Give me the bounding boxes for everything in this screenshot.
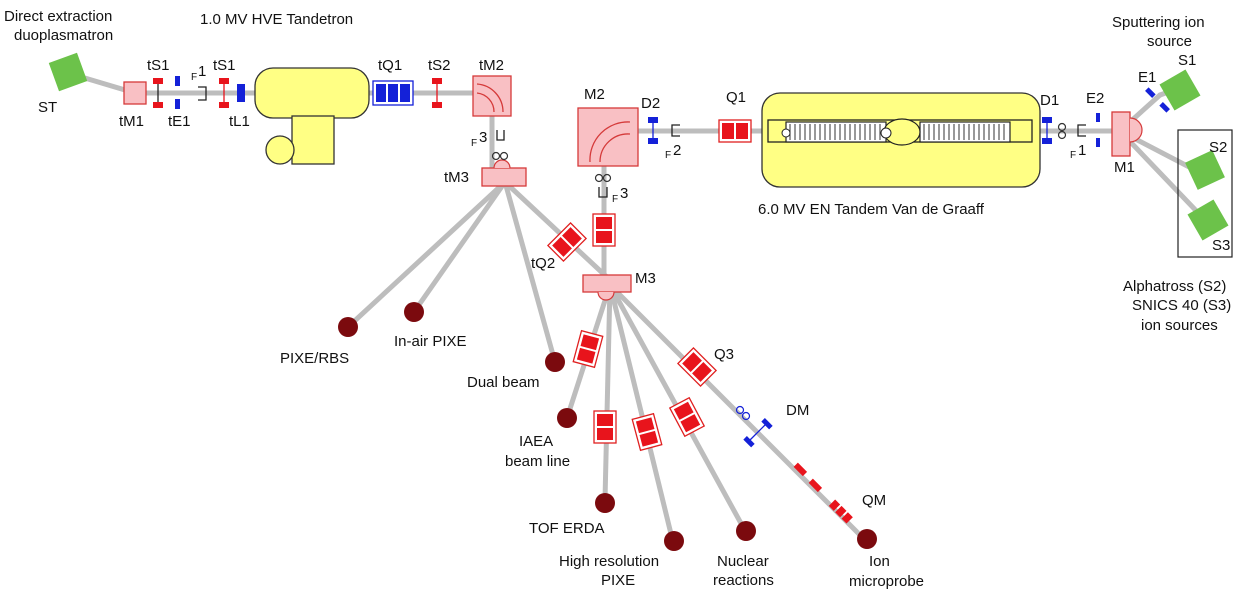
end-station-dual-beam <box>545 352 565 372</box>
magnets <box>123 75 1143 301</box>
labels: Direct extraction duoplasmatron 1.0 MV H… <box>4 8 1231 590</box>
source-ST <box>48 52 88 92</box>
quad-tQ2 <box>546 221 588 263</box>
label-tM2: tM2 <box>479 57 504 74</box>
label-tS1-a: tS1 <box>147 57 170 74</box>
label-QM: QM <box>862 492 886 509</box>
label-tF1-num: 1 <box>198 63 206 80</box>
end-station-iaea <box>557 408 577 428</box>
source-S1 <box>1159 69 1201 111</box>
label-alphatross-1: Alphatross (S2) <box>1123 278 1226 295</box>
label-alphatross-3: ion sources <box>1141 317 1218 334</box>
label-E1: E1 <box>1138 69 1156 86</box>
end-stations <box>338 302 877 551</box>
end-station-ion-microprobe <box>857 529 877 549</box>
label-duoplasmatron-1: Direct extraction <box>4 8 112 25</box>
label-D2: D2 <box>641 95 660 112</box>
label-en-title: 6.0 MV EN Tandem Van de Graaff <box>758 201 985 218</box>
label-ion-2: microprobe <box>849 573 924 590</box>
end-station-in-air-pixe <box>404 302 424 322</box>
en-tandem <box>761 92 1041 188</box>
quad-iaea <box>593 410 617 444</box>
label-F3-f: F <box>612 194 618 205</box>
label-iaea-2: beam line <box>505 453 570 470</box>
end-station-pixe-rbs <box>338 317 358 337</box>
quad-Q1 <box>718 119 752 143</box>
beam-optics <box>153 76 1170 448</box>
label-hve-title: 1.0 MV HVE Tandetron <box>200 11 353 28</box>
quad-tQ1 <box>372 80 414 106</box>
label-ST: ST <box>38 99 57 116</box>
label-tQ1: tQ1 <box>378 57 402 74</box>
label-Q1: Q1 <box>726 89 746 106</box>
label-nuclear-2: reactions <box>713 572 774 589</box>
label-F1-f: F <box>1070 150 1076 161</box>
label-sputter-2: source <box>1147 33 1192 50</box>
end-station-tof-erda <box>595 493 615 513</box>
label-tE1: tE1 <box>168 113 191 130</box>
label-tof-erda: TOF ERDA <box>529 520 605 537</box>
label-tF3-num: 3 <box>479 129 487 146</box>
label-alphatross-2: SNICS 40 (S3) <box>1132 297 1231 314</box>
magnet-M1 <box>1111 111 1143 157</box>
label-tF3-f: F <box>471 138 477 149</box>
label-tM3: tM3 <box>444 169 469 186</box>
ion-sources <box>48 52 1233 258</box>
label-F2-f: F <box>665 150 671 161</box>
label-tM1: tM1 <box>119 113 144 130</box>
quad-Q3 <box>676 346 718 388</box>
label-M2: M2 <box>584 86 605 103</box>
magnet-tM3 <box>481 159 527 187</box>
label-sputter-1: Sputtering ion <box>1112 14 1205 31</box>
label-tS2: tS2 <box>428 57 451 74</box>
hve-tandetron <box>254 67 370 165</box>
label-S1: S1 <box>1178 52 1196 69</box>
label-pixe-rbs: PIXE/RBS <box>280 350 349 367</box>
label-iaea-1: IAEA <box>519 433 553 450</box>
label-F3-num: 3 <box>620 185 628 202</box>
magnet-tM2 <box>472 75 512 117</box>
end-station-high-resolution-pixe <box>664 531 684 551</box>
label-F1-num: 1 <box>1078 142 1086 159</box>
source-S2 <box>1185 150 1225 190</box>
magnet-tM1 <box>123 81 147 105</box>
label-S2: S2 <box>1209 139 1227 156</box>
label-M3: M3 <box>635 270 656 287</box>
label-tS1-b: tS1 <box>213 57 236 74</box>
label-dual-beam: Dual beam <box>467 374 540 391</box>
quad-microprobe-1 <box>793 462 808 477</box>
magnet-M3 <box>582 274 632 301</box>
label-F2-num: 2 <box>673 142 681 159</box>
quad-microprobe-2 <box>808 478 823 493</box>
quad-nuclear <box>668 396 706 438</box>
label-high-res-2: PIXE <box>601 572 635 589</box>
quad-M3-vertical <box>592 213 616 247</box>
label-high-res-1: High resolution <box>559 553 659 570</box>
quadrupoles <box>372 80 853 524</box>
label-E2: E2 <box>1086 90 1104 107</box>
quad-QM <box>828 499 853 524</box>
label-DM: DM <box>786 402 809 419</box>
label-D1: D1 <box>1040 92 1059 109</box>
alphatross-snics-box <box>1177 129 1233 258</box>
label-tF1-f: F <box>191 72 197 83</box>
source-S3 <box>1187 199 1229 241</box>
label-tL1: tL1 <box>229 113 250 130</box>
magnet-M2 <box>577 107 639 167</box>
label-ion-1: Ion <box>869 553 890 570</box>
label-tQ2: tQ2 <box>531 255 555 272</box>
quad-dual-beam <box>572 329 604 369</box>
quad-highres <box>631 412 663 452</box>
label-nuclear-1: Nuclear <box>717 553 769 570</box>
label-S3: S3 <box>1212 237 1230 254</box>
label-Q3: Q3 <box>714 346 734 363</box>
end-station-nuclear-reactions <box>736 521 756 541</box>
label-in-air-pixe: In-air PIXE <box>394 333 467 350</box>
label-M1: M1 <box>1114 159 1135 176</box>
label-duoplasmatron-2: duoplasmatron <box>14 27 113 44</box>
